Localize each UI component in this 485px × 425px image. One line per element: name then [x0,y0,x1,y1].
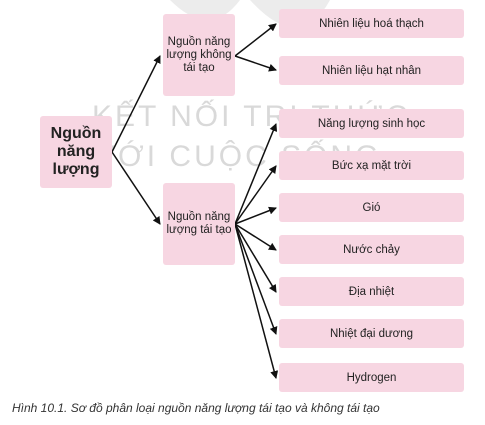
arrow-root-to-renewable [111,151,161,225]
arrow-to-leaf-4 [234,165,277,225]
figure-caption: Hình 10.1. Sơ đồ phân loại nguồn năng lư… [12,401,380,415]
root-node: Nguồn năng lượng [40,116,112,188]
arrow-to-leaf-6 [234,223,277,251]
leaf-hydrogen: Hydrogen [279,363,464,392]
leaf-solar-radiation: Bức xạ mặt trời [279,151,464,180]
non-renewable-node: Nguồn năng lượng không tái tạo [163,14,235,96]
renewable-node: Nguồn năng lượng tái tạo [163,183,235,265]
leaf-ocean-thermal: Nhiệt đại dương [279,319,464,348]
arrow-to-leaf-8 [234,223,278,335]
leaf-wind: Gió [279,193,464,222]
arrow-root-to-non-renewable [111,55,161,153]
leaf-fossil-fuel: Nhiên liệu hoá thạch [279,9,464,38]
arrow-to-leaf-3 [234,123,278,225]
arrow-to-leaf-1 [234,23,277,57]
arrow-to-leaf-7 [234,223,277,293]
leaf-running-water: Nước chảy [279,235,464,264]
leaf-nuclear-fuel: Nhiên liệu hạt nhân [279,56,464,85]
leaf-bioenergy: Năng lượng sinh học [279,109,464,138]
arrow-to-leaf-2 [234,55,277,72]
arrow-to-leaf-5 [234,206,277,225]
leaf-geothermal: Địa nhiệt [279,277,464,306]
arrow-to-leaf-9 [234,223,279,379]
